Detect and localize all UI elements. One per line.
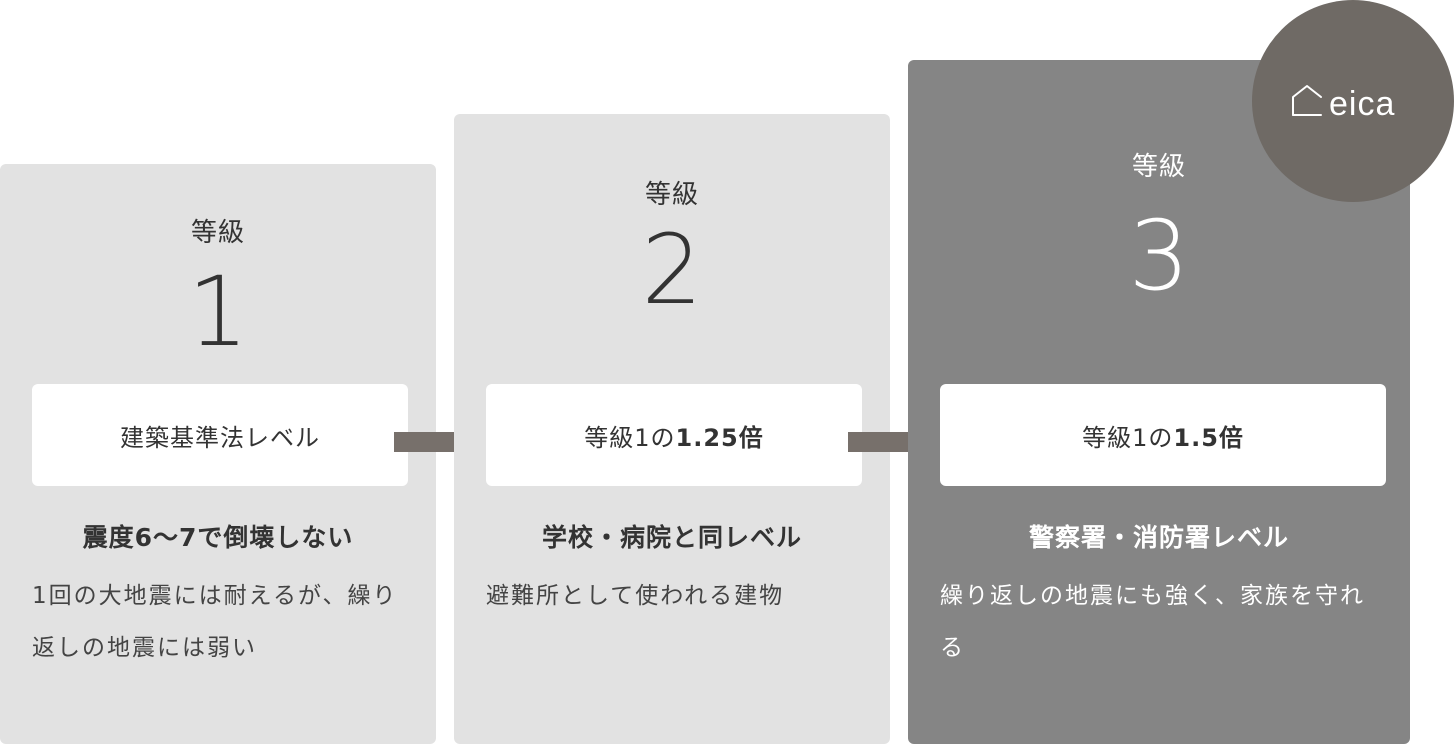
grade-description: 繰り返しの地震にも強く、家族を守れる	[940, 583, 1365, 661]
box-emphasis: 1.25倍	[675, 423, 764, 452]
box-text: 建築基準法レベル	[120, 423, 320, 452]
grade-label: 等級	[190, 218, 245, 248]
house-icon: eica	[1292, 85, 1395, 119]
box-prefix: 等級1の	[1082, 423, 1174, 452]
grade-headline: 震度6〜7で倒壊しない	[82, 523, 354, 552]
eica-logo: eica	[1252, 0, 1454, 202]
box-emphasis: 1.5倍	[1173, 423, 1244, 452]
box-prefix: 等級1の	[584, 423, 676, 452]
grade-label: 等級	[644, 180, 699, 210]
grade-description: 1回の大地震には耐えるが、繰り返しの地震には弱い	[32, 583, 398, 661]
grade-headline: 警察署・消防署レベル	[1028, 523, 1289, 552]
grade-description: 避難所として使われる建物	[486, 583, 785, 609]
grade-number: 1	[187, 256, 249, 368]
grade-headline: 学校・病院と同レベル	[541, 523, 802, 552]
grade-box: 建築基準法レベル	[32, 384, 408, 486]
grade-number: 3	[1128, 200, 1190, 312]
logo-text: eica	[1329, 85, 1395, 119]
grade-number: 2	[641, 214, 703, 326]
grade-card-1: 等級 1 建築基準法レベル 震度6〜7で倒壊しない 1回の大地震には耐えるが、繰…	[0, 164, 436, 744]
grade-label: 等級	[1131, 152, 1186, 182]
